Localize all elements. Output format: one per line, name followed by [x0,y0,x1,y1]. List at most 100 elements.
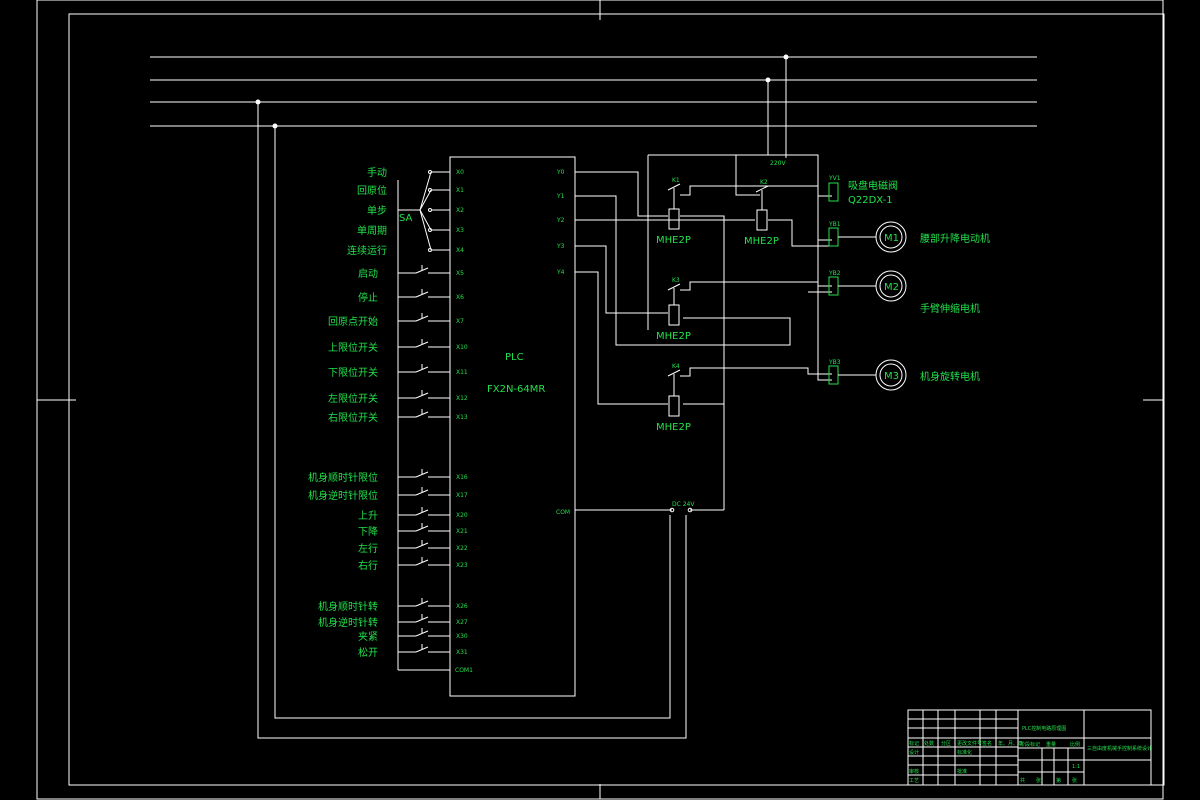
psu-terminals [669,507,693,513]
motor-label: 手臂伸缩电机 [920,302,980,315]
relay-contact [667,183,681,191]
mode-label: 单周期 [357,225,387,237]
power-bus [150,56,1037,127]
input-pin: X11 [456,369,468,376]
motor-outer [875,221,907,253]
input-pin: X6 [456,294,464,301]
input-pin: X17 [456,492,468,499]
output-pin: Y3 [556,243,565,250]
drawing-frame [68,13,1165,786]
input-label: 停止 [358,291,378,304]
input-pin: X31 [456,649,468,656]
input-pin: X21 [456,528,468,535]
motor-outer [875,270,907,302]
relay-tag: K1 [672,177,680,184]
title-block: PLC控制电路原理图 三自由度机械手控制系统设计 标记处数分区更改文件号签名年、… [907,709,1152,786]
switch-blade [415,366,429,373]
plc-box [449,156,576,697]
motor-starter [828,227,839,247]
switch-blade [415,600,429,607]
plc-title: PLC [505,352,524,363]
supply-label: 220V [770,160,786,167]
output-pin: Y0 [556,169,565,176]
relay-tag: K4 [672,363,680,370]
input-pin: X20 [456,512,468,519]
relay-type: MHE2P [656,422,691,433]
relay-type: MHE2P [656,331,691,342]
switch-blade [415,559,429,566]
switch-blade [415,509,429,516]
output-pin: Y2 [556,217,565,224]
motor-tag: M2 [884,282,899,293]
output-pin: Y4 [556,269,565,276]
mode-label: 手动 [367,166,387,179]
title-block-cell: 工艺 [909,778,919,784]
selector-arm [419,209,432,251]
input-label: 机身顺时针转 [318,600,378,613]
mode-label: 回原位 [357,184,387,197]
valve: YV1 吸盘电磁阀 Q22DX-1 [828,175,898,206]
switch-blade [415,471,429,478]
mode-contact [428,248,432,252]
title-block-cell: 比例 [1070,741,1080,748]
input-label: 机身顺时针限位 [308,471,378,484]
mode-pin: X4 [456,247,464,254]
switch-blade [415,542,429,549]
input-label: 机身逆时针限位 [308,489,378,502]
relay-tag: K2 [760,179,768,186]
input-pin: X22 [456,545,468,552]
relay-type: MHE2P [744,236,779,247]
switch-blade [415,315,429,322]
switch-blade [415,630,429,637]
plc-model: FX2N-64MR [487,384,545,395]
title-block-cell: 设计 [909,749,919,756]
input-label: 左行 [358,542,378,555]
switch-blade [415,411,429,418]
psu-label: DC 24V [672,501,695,508]
input-label: 上限位开关 [328,341,378,354]
input-label: 右行 [358,559,378,572]
mode-pin: X3 [456,227,464,234]
input-com-pin: COM1 [455,667,473,674]
switch-blade [415,267,429,274]
selector-name: SA [399,213,413,224]
sheet-border [36,0,1164,800]
title-block-cell: 标记 [909,740,919,747]
selector-arm [419,171,432,211]
title-block-cell: 阶段标记 [1020,741,1040,748]
title-block-cell: 张 [1036,777,1041,784]
title-block-cell: 处数 [924,740,934,747]
motor-tag: M1 [884,233,899,244]
output-pin: Y1 [556,193,565,200]
motor-label: 机身旋转电机 [920,370,980,383]
title-block-cell: 批准 [957,768,967,775]
input-label: 下限位开关 [328,366,378,379]
input-pin: X16 [456,474,468,481]
drawing-title: PLC控制电路原理图 [1022,725,1066,732]
mode-label: 连续运行 [347,244,387,257]
title-block-cell: 更改文件号 [957,740,982,747]
input-pin: X5 [456,270,464,277]
motor-inner [879,225,903,249]
selector-arm [419,189,432,211]
input-label: 下降 [358,525,378,538]
input-label: 回原点开始 [328,315,378,328]
input-pin: X7 [456,318,464,325]
mode-pin: X2 [456,207,464,214]
switch-blade [415,392,429,399]
motor-device-tag: YB1 [828,221,841,228]
relay-coil [756,209,768,231]
svg-text:吸盘电磁阀: 吸盘电磁阀 [848,179,898,192]
title-block-cell: 张 [1072,777,1077,784]
output-wiring [575,154,832,511]
title-block-cell: 签名 [982,740,992,747]
motor-outer [875,359,907,391]
mode-pin: X1 [456,187,464,194]
svg-text:YV1: YV1 [828,175,841,182]
title-block-cell: 共 [1020,777,1025,784]
relay-tag: K3 [672,277,680,284]
input-label: 机身逆时针转 [318,616,378,629]
